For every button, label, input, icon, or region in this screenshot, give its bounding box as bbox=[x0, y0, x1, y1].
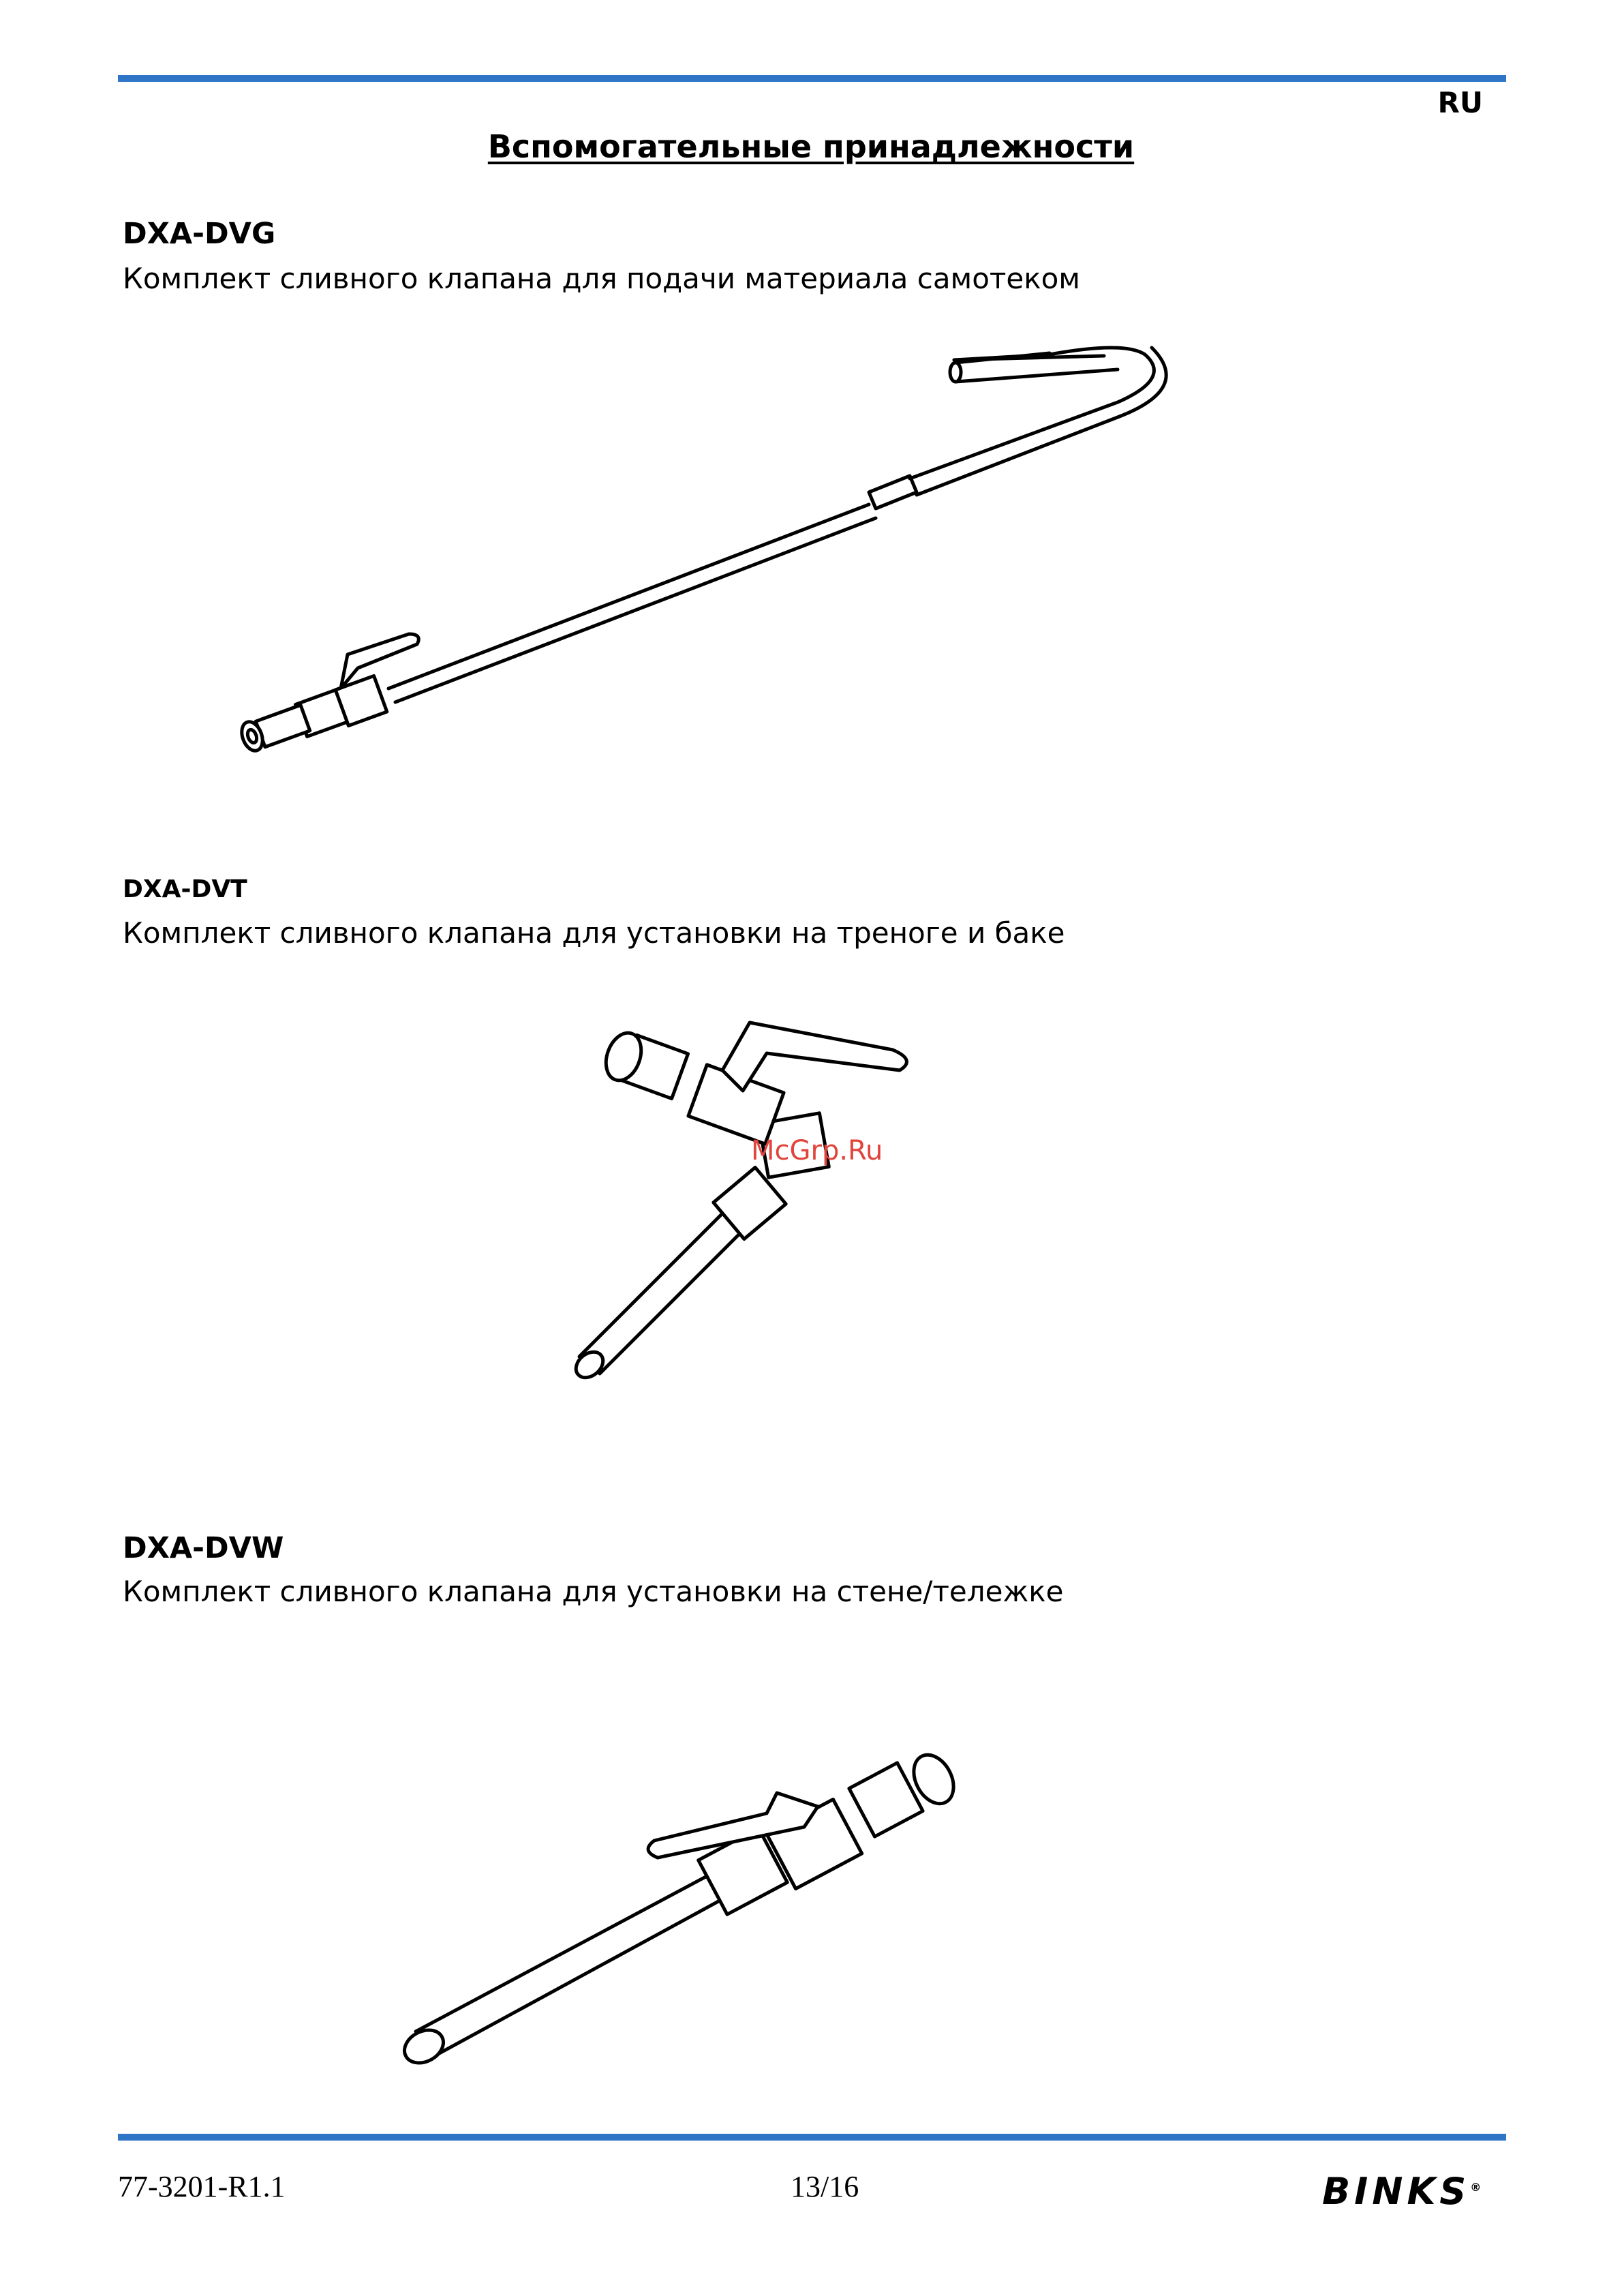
item-code-dvw: DXA-DVW bbox=[123, 1531, 284, 1565]
item-code-dvg: DXA-DVG bbox=[123, 217, 275, 251]
item-description-dvt: Комплект сливного клапана для установки … bbox=[123, 916, 1065, 950]
page-title: Вспомогательные принадлежности bbox=[0, 128, 1622, 165]
gravity-drain-valve-illustration bbox=[232, 334, 1172, 770]
footer-rule bbox=[118, 2134, 1506, 2141]
binks-logo: BINKS® bbox=[1322, 2170, 1481, 2213]
language-label: RU bbox=[1438, 86, 1483, 119]
wall-cart-drain-valve-illustration bbox=[395, 1738, 1009, 2079]
watermark: McGrp.Ru bbox=[751, 1135, 883, 1166]
tripod-tank-drain-valve-illustration bbox=[559, 1002, 940, 1384]
item-code-dvt: DXA-DVT bbox=[123, 875, 247, 903]
document-number: 77-3201-R1.1 bbox=[118, 2169, 286, 2204]
page-number: 13/16 bbox=[791, 2169, 859, 2204]
item-description-dvg: Комплект сливного клапана для подачи мат… bbox=[123, 262, 1080, 295]
item-description-dvw: Комплект сливного клапана для установки … bbox=[123, 1575, 1063, 1608]
header-rule bbox=[118, 75, 1506, 82]
